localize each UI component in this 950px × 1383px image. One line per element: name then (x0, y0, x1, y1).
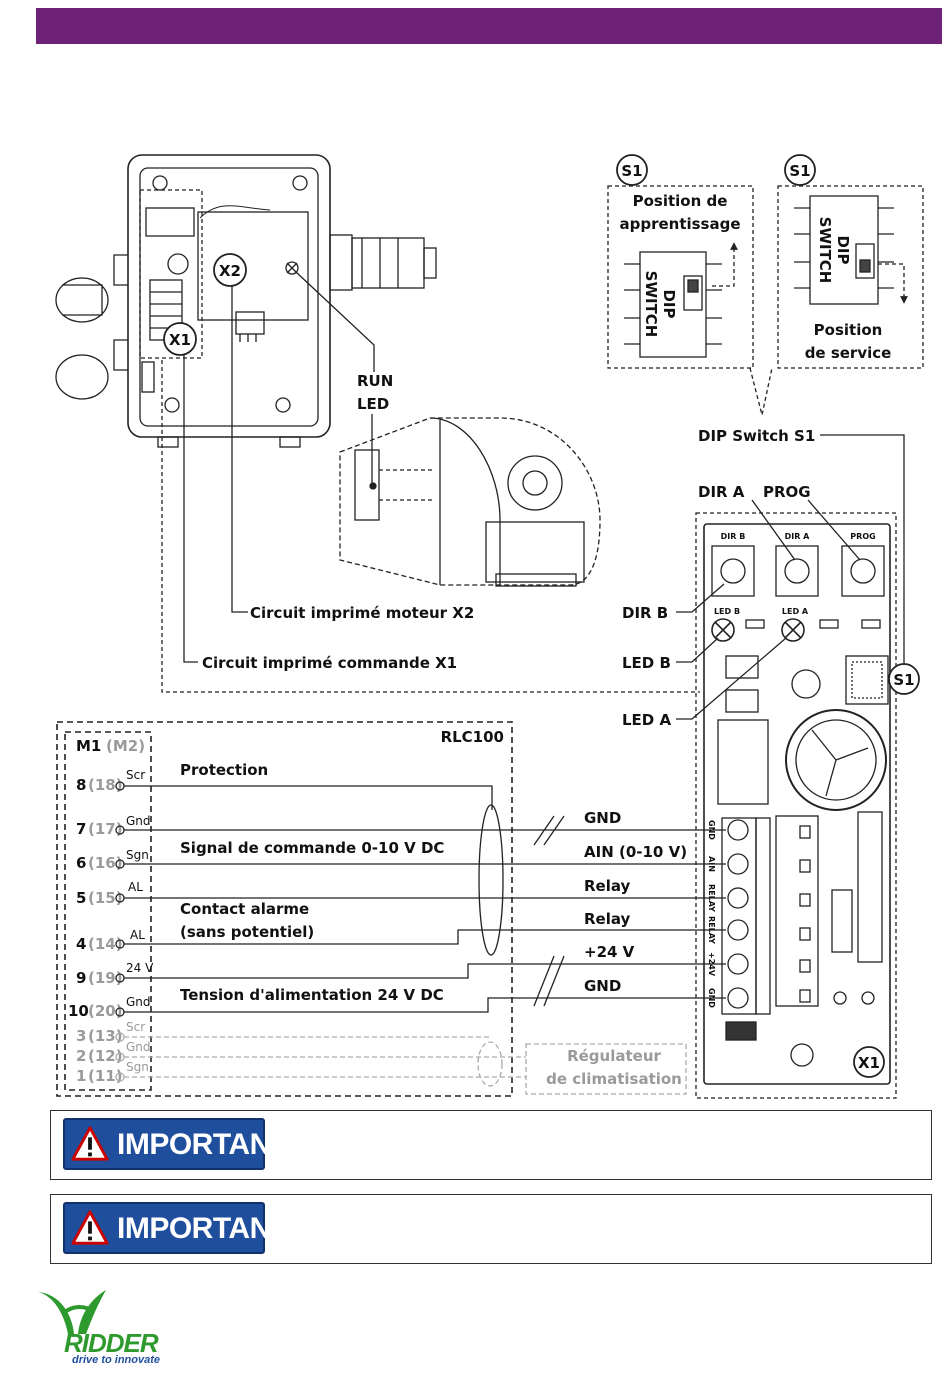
run-led-label-line2: LED (357, 395, 389, 413)
control-signal-label: Signal de commande 0-10 V DC (180, 839, 444, 857)
board-dir-b: DIR B (721, 532, 746, 541)
important-badge: IMPORTANT (63, 1202, 289, 1254)
board-prog: PROG (850, 532, 875, 541)
dip-learn-label-2: SWITCH (642, 271, 660, 338)
s1-callout-learn: S1 (621, 162, 642, 180)
terminal-signal: AL (128, 880, 143, 894)
board-dir-a: DIR A (785, 532, 811, 541)
terminal-signal: Sgn (126, 848, 149, 862)
dir-a-callout: DIR A (698, 483, 745, 501)
led-a-callout: LED A (622, 711, 671, 729)
v24-label: +24 V (584, 943, 635, 961)
motor-pcb-label: Circuit imprimé moteur X2 (250, 604, 474, 622)
control-pcb-label: Circuit imprimé commande X1 (202, 654, 457, 672)
learn-position-line2: apprentissage (619, 215, 740, 233)
dir-b-callout: DIR B (622, 604, 668, 622)
dip-service-box: S1 DIP SWITCH Position de service (777, 154, 924, 369)
terminal-num: 8 (76, 776, 86, 794)
terminal-alt: (16) (88, 854, 123, 872)
header-bar (36, 8, 942, 44)
ain-label: AIN (0-10 V) (584, 843, 687, 861)
terminal-num: 1 (76, 1067, 86, 1085)
terminal-num: 6 (76, 854, 86, 872)
service-position-line1: Position (814, 321, 883, 339)
s1-callout-board: S1 (893, 671, 914, 689)
terminal-signal: Gnd (126, 1040, 151, 1054)
controller-model: RLC100 (441, 728, 504, 746)
alarm-label-line1: Contact alarme (180, 900, 309, 918)
climate-controller-line2: de climatisation (546, 1070, 682, 1088)
logo-leaf-icon (38, 1290, 106, 1334)
dip-learn-box: S1 Position de apprentissage DIP SWITCH (607, 154, 754, 369)
module-alt-label: (M2) (106, 737, 145, 755)
x1-callout: X1 (169, 331, 191, 349)
terminal-signal: Sgn (126, 1060, 149, 1074)
terminal-alt: (14) (88, 935, 123, 953)
important-text: IMPORTANT (117, 1212, 289, 1245)
relay-label-1: Relay (584, 877, 631, 895)
x1-control-board: DIR B DIR A PROG LED B LED A S1 GND (695, 512, 920, 1099)
terminal-num: 9 (76, 969, 86, 987)
protection-label: Protection (180, 761, 268, 779)
supply-label: Tension d'alimentation 24 V DC (180, 986, 444, 1004)
terminal-alt: (13) (88, 1027, 123, 1045)
terminal-signal: 24 V (126, 961, 154, 975)
important-box-1: IMPORTANT (50, 1110, 932, 1180)
terminal-alt: (11) (88, 1067, 123, 1085)
s1-callout-service: S1 (789, 162, 810, 180)
service-position-line2: de service (805, 344, 892, 362)
x1-callout-circle (163, 322, 197, 356)
important-box-2: IMPORTANT (50, 1194, 932, 1264)
warning-icon (71, 1210, 109, 1245)
controller-rlc100 (56, 721, 513, 1097)
terminal-signal: Gnd (126, 814, 151, 828)
warning-icon (71, 1126, 109, 1161)
terminal-alt: (18) (88, 776, 123, 794)
logo-tagline: drive to innovate (72, 1354, 161, 1366)
terminal-signal: AL (130, 928, 145, 942)
ridder-logo: RIDDER drive to innovate (34, 1284, 184, 1370)
motor-side-view (339, 417, 601, 587)
run-led-label-line1: RUN (357, 372, 393, 390)
terminal-num: 5 (76, 889, 86, 907)
terminal-num: 7 (76, 820, 86, 838)
learn-position-line1: Position de (633, 192, 728, 210)
led-b-callout: LED B (622, 654, 671, 672)
terminal-signal: Gnd (126, 995, 151, 1009)
board-led-b: LED B (714, 607, 740, 616)
terminal-alt: (15) (88, 889, 123, 907)
wires (124, 785, 726, 1095)
important-text: IMPORTANT (117, 1128, 289, 1161)
x2-callout-circle (213, 253, 247, 287)
logo-brand: RIDDER (64, 1328, 159, 1358)
board-led-a: LED A (782, 607, 809, 616)
terminal-num: 10 (68, 1002, 89, 1020)
terminal-alt: (20) (88, 1002, 123, 1020)
gnd-label-2: GND (584, 977, 621, 995)
wiring-diagram: X2 X1 RUN LED Circuit imprimé moteur X2 … (55, 154, 924, 1099)
terminal-signal: Scr (126, 768, 145, 782)
terminal-num: 4 (76, 935, 86, 953)
alarm-label-line2: (sans potentiel) (180, 923, 314, 941)
gnd-label-1: GND (584, 809, 621, 827)
dip-switch-s1-label: DIP Switch S1 (698, 427, 815, 445)
terminal-signal: Scr (126, 1020, 145, 1034)
important-badge: IMPORTANT (63, 1118, 289, 1170)
dip-service-label-1: DIP (834, 235, 852, 264)
dip-service-label-2: SWITCH (816, 217, 834, 284)
terminal-num: 2 (76, 1047, 86, 1065)
x1-callout-board: X1 (858, 1054, 880, 1072)
dip-learn-label-1: DIP (660, 289, 678, 318)
prog-callout: PROG (763, 483, 811, 501)
x2-callout: X2 (219, 262, 241, 280)
terminal-alt: (19) (88, 969, 123, 987)
climate-controller-line1: Régulateur (567, 1047, 661, 1065)
terminal-alt: (12) (88, 1047, 123, 1065)
relay-label-2: Relay (584, 910, 631, 928)
terminal-num: 3 (76, 1027, 86, 1045)
terminal-alt: (17) (88, 820, 123, 838)
module-label: M1 (76, 737, 101, 755)
actuator-housing (55, 154, 437, 448)
